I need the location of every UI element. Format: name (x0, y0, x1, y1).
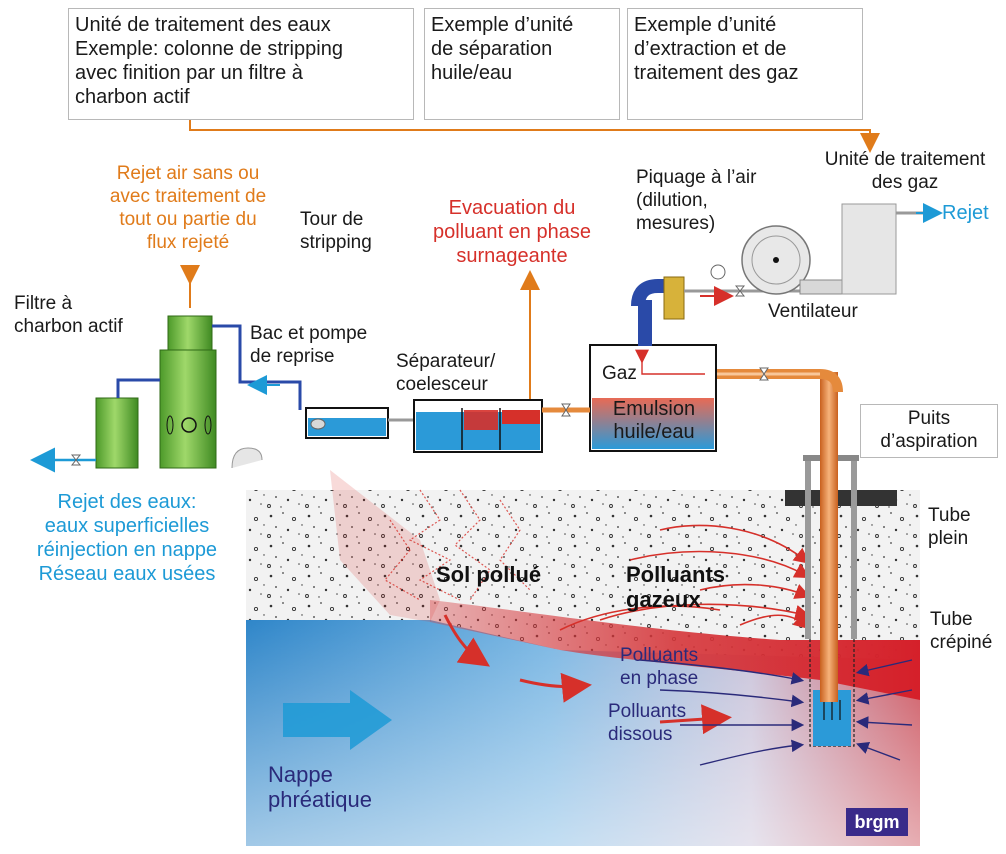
recovery-pipe (212, 324, 302, 410)
gas-unit-line-3: traitement des gaz (634, 62, 799, 84)
polluted-soil-label: Sol pollué (436, 562, 542, 587)
water-treatment-line-2: Exemple: colonne de stripping (75, 38, 343, 60)
gas-unit-line-2: d’extraction et de (634, 38, 787, 60)
air-dilution-fitting (663, 276, 685, 320)
gas-label: Gaz (602, 363, 637, 384)
stripping-tower (159, 315, 217, 469)
groundwater-flow-arrows (639, 659, 913, 766)
gas-unit-line-1: Exemple d’unité (634, 14, 777, 36)
separation-unit-line-2: de séparation (431, 38, 553, 60)
activated-carbon-filter (95, 397, 139, 469)
groundwater-flow-big-arrow (283, 690, 392, 750)
treatment-units-connector (189, 118, 880, 153)
recovery-basin (305, 407, 389, 439)
suction-pipe-valve (759, 367, 769, 381)
brgm-logo: brgm (846, 808, 908, 836)
water-treatment-line-1: Unité de traitement des eaux (75, 14, 331, 36)
coalescing-separator (413, 399, 543, 453)
air-tap-label: Piquage à l’air(dilution,mesures) (636, 167, 757, 234)
polluted-soil-dotted-plume (384, 489, 531, 601)
gas-outlet-pipe (638, 300, 652, 346)
pollutant-migration-arrows (443, 614, 732, 735)
separation-unit-line-3: huile/eau (431, 62, 513, 84)
gas-treatment-unit (841, 203, 897, 295)
suction-pipe (712, 369, 843, 393)
ventilator (741, 225, 843, 295)
surface-slab (785, 490, 897, 506)
polluted-soil-plume (330, 470, 440, 622)
gas-discharge-label: Rejet (942, 202, 989, 224)
water-treatment-line-3: avec finition par un filtre à (75, 62, 303, 84)
gas-unit-box: Exemple d’unité d’extraction et de trait… (627, 8, 863, 120)
separation-unit-line-1: Exemple d’unité (431, 14, 574, 36)
extraction-well (803, 372, 859, 747)
well-riser-pipe (820, 372, 838, 702)
water-treatment-box: Unité de traitement des eaux Exemple: co… (68, 8, 414, 120)
separation-unit-box: Exemple d’unité de séparation huile/eau (424, 8, 620, 120)
pump-icon (231, 447, 263, 469)
separator-label: Séparateur/coelesceur (396, 351, 496, 395)
ventilator-label: Ventilateur (768, 301, 858, 322)
water-treatment-line-4: charbon actif (75, 86, 190, 108)
dilution-valve (734, 285, 746, 297)
gas-flow-arrows (559, 524, 812, 631)
oil-water-tank (589, 344, 717, 452)
pressure-gauge-icon (710, 264, 726, 280)
water-discharge-label: Rejet des eaux:eaux superficielles réinj… (36, 491, 218, 585)
